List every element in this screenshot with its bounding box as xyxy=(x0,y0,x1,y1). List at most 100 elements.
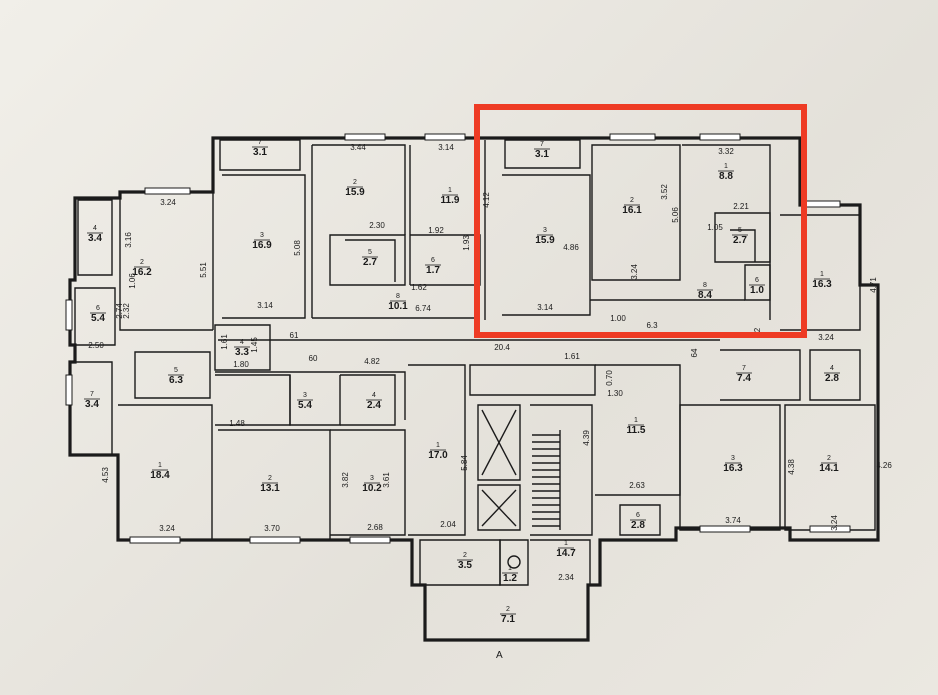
dimension-label: 5.06 xyxy=(671,207,680,223)
room-area: 6.3 xyxy=(169,375,183,386)
dimension-label: 6.3 xyxy=(646,321,658,330)
room-area: 14.7 xyxy=(556,548,576,559)
dimension-label: 3.16 xyxy=(124,232,133,248)
dimension-label: 4.71 xyxy=(869,277,878,293)
room-number: 1 xyxy=(820,271,824,278)
dimension-label: 4.39 xyxy=(582,430,591,446)
dimension-label: 3.70 xyxy=(264,524,280,533)
room-area: 15.9 xyxy=(345,187,365,198)
room-number: 1 xyxy=(448,187,452,194)
dimension-label: 3.82 xyxy=(341,472,350,488)
room-number: 4 xyxy=(372,392,376,399)
room-area: 3.4 xyxy=(88,233,102,244)
dimension-label: 2.74 xyxy=(115,303,124,319)
room-number: 7 xyxy=(90,391,94,398)
room-number: 1 xyxy=(436,442,440,449)
room-number: 1 xyxy=(564,540,568,547)
axis-letter: A xyxy=(496,650,503,661)
room-number: 1 xyxy=(724,163,728,170)
room-area: 16.3 xyxy=(812,279,832,290)
dimension-label: 1.80 xyxy=(233,360,249,369)
room-area: 10.2 xyxy=(362,483,382,494)
room-number: 3 xyxy=(303,392,307,399)
room-area: 16.1 xyxy=(622,205,642,216)
room-number: 6 xyxy=(96,305,100,312)
elevator-shafts xyxy=(481,409,517,527)
dimension-label: 4.12 xyxy=(482,192,491,208)
room-area: 8.8 xyxy=(719,171,733,182)
dimension-label: 61 xyxy=(290,331,299,340)
dimension-label: 2.63 xyxy=(629,481,645,490)
dimension-label: 2.32 xyxy=(122,303,131,319)
dimension-label: 1.92 xyxy=(428,226,444,235)
room-number: 5 xyxy=(738,227,742,234)
dimension-label: 5.08 xyxy=(293,240,302,256)
room-area: 7.1 xyxy=(501,614,515,625)
dimension-label: 5.84 xyxy=(460,455,469,471)
dimension-label: 5.51 xyxy=(199,262,208,278)
room-area: 11.9 xyxy=(441,195,460,206)
dimension-label: 4.38 xyxy=(787,459,796,475)
room-number: 4 xyxy=(240,339,244,346)
room-area: 13.1 xyxy=(260,483,280,494)
dimension-label: 3.24 xyxy=(159,524,175,533)
dimension-label: 1.06 xyxy=(128,273,137,289)
dimension-label: 3.61 xyxy=(382,472,391,488)
room-area: 8.4 xyxy=(698,290,712,301)
room-number: 6 xyxy=(431,257,435,264)
room-area: 5.4 xyxy=(91,313,105,324)
room-area: 3.3 xyxy=(235,347,249,358)
room-area: 3.1 xyxy=(535,149,549,160)
dimension-label: 4.53 xyxy=(101,467,110,483)
room-area: 18.4 xyxy=(150,470,170,481)
room-number: 3 xyxy=(260,232,264,239)
dimension-label: 1.45 xyxy=(250,337,259,353)
room-number: 6 xyxy=(755,277,759,284)
dimension-label: 3.24 xyxy=(160,198,176,207)
dimension-label: 3.24 xyxy=(630,264,639,280)
room-number: 2 xyxy=(140,259,144,266)
dimension-label: 1.48 xyxy=(229,419,245,428)
dimension-label: 64 xyxy=(690,348,699,357)
room-area: 16.9 xyxy=(252,240,272,251)
dimension-label: 1.61 xyxy=(220,334,229,350)
room-number: 5 xyxy=(368,249,372,256)
toilet-fixture xyxy=(507,555,521,569)
room-area: 17.0 xyxy=(428,450,448,461)
dimension-label: 1.61 xyxy=(564,352,580,361)
room-area: 2.8 xyxy=(825,373,839,384)
staircase xyxy=(532,430,561,530)
room-number: 2 xyxy=(268,475,272,482)
highlight-frame xyxy=(474,104,807,338)
dimension-label: 4.26 xyxy=(876,461,892,470)
room-area: 3.4 xyxy=(85,399,99,410)
room-area: 1.2 xyxy=(503,573,517,584)
dimension-label: 2.04 xyxy=(440,520,456,529)
room-number: 8 xyxy=(396,293,400,300)
dimension-label: 4.86 xyxy=(563,243,579,252)
interior-walls xyxy=(74,138,876,586)
room-number: 2 xyxy=(463,552,467,559)
room-area: 7.4 xyxy=(737,373,751,384)
room-number: 4 xyxy=(93,225,97,232)
dimension-label: 6.74 xyxy=(415,304,431,313)
room-number: 3 xyxy=(731,455,735,462)
dimension-label: 1.05 xyxy=(707,223,723,232)
room-number: 5 xyxy=(174,367,178,374)
room-area: 2.8 xyxy=(631,520,645,531)
room-area: 3.5 xyxy=(458,560,472,571)
dimension-label: 0.70 xyxy=(605,370,614,386)
room-number: 1 xyxy=(158,462,162,469)
room-area: 2.7 xyxy=(733,235,747,246)
dimension-label: 1.93 xyxy=(462,235,471,251)
room-number: 2 xyxy=(630,197,634,204)
room-number: 3 xyxy=(370,475,374,482)
dimension-label: 3.52 xyxy=(660,184,669,200)
dimension-label: 3.14 xyxy=(257,301,273,310)
windows xyxy=(65,133,851,544)
room-number: 8 xyxy=(703,282,707,289)
room-number: 7 xyxy=(258,139,262,146)
